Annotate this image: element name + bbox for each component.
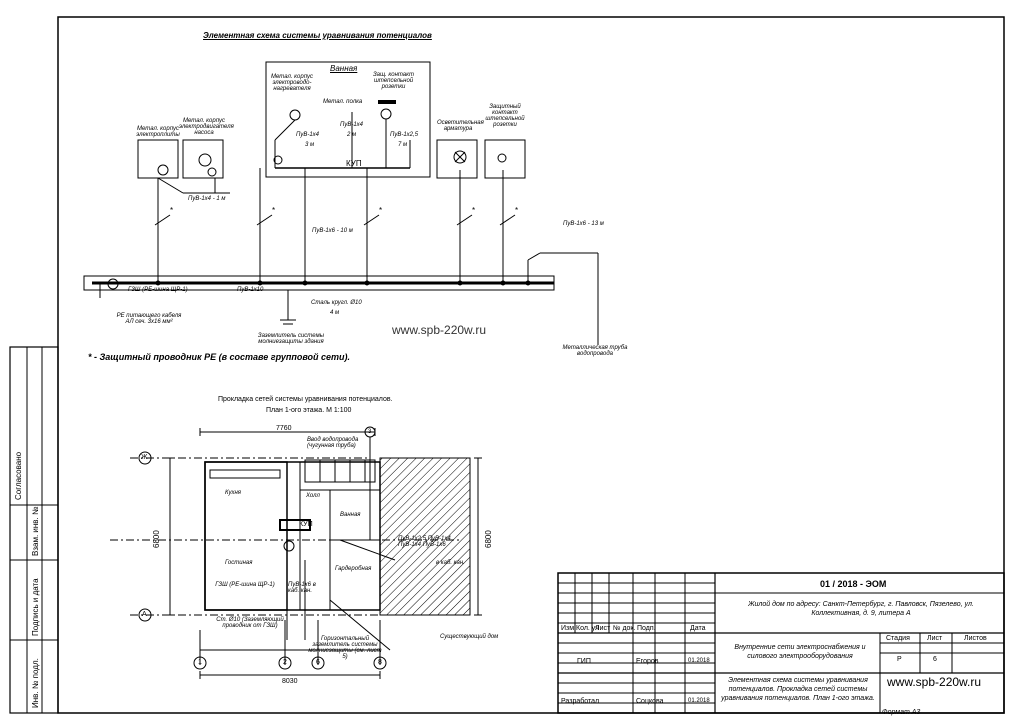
label-protective-contact: Защитный контакт штепсельной розетки <box>485 104 525 128</box>
axis-a: А <box>142 611 147 618</box>
length-7m: 7 м <box>398 142 408 148</box>
steel-rod: Сталь кругл. Ø10 <box>311 300 362 306</box>
plan-steel: Ст. Ø10 (Заземляющий проводник от ГЗШ) <box>216 617 284 629</box>
dim-top: 7760 <box>276 425 292 432</box>
dev-name: Соцкова <box>636 698 664 705</box>
label-pump: Метал. корпус электродвигателя насоса <box>179 118 234 136</box>
plan-wires-right2: в каб. кан. <box>436 560 465 566</box>
website: www.spb-220w.ru <box>887 675 982 689</box>
dev-label: Разработал <box>561 698 600 705</box>
axis-6: 6 <box>316 659 320 666</box>
scheme-title: Элементная схема системы уравнивания пот… <box>203 31 432 40</box>
axis-zh: Ж <box>141 454 148 461</box>
sheets-label: Листов <box>964 635 987 642</box>
star-3: * <box>379 206 383 215</box>
water-input: Ввод водопровода (чугунная труба) <box>307 437 359 449</box>
hdr-sign: Подп. <box>637 625 656 632</box>
star-4: * <box>472 206 476 215</box>
label-stove: Метал. корпус электроплиты <box>136 126 180 138</box>
room-bath: Ванная <box>340 512 361 518</box>
room-living: Гостиная <box>225 560 253 566</box>
gzsh-label: ГЗШ (РЕ-шина ЩР-1) <box>128 287 188 293</box>
gip-label: ГИП <box>577 658 591 665</box>
stamp-inv-zam: Взам. инв. № <box>31 506 40 556</box>
plan-gzsh: ГЗШ (РЕ-шина ЩР-1) <box>215 582 275 588</box>
wire-1x10: ПуВ-1х10 <box>237 287 264 293</box>
hdr-kol: Кол. уч <box>576 625 599 632</box>
drawing-name: Элементная схема системы уравнивания пот… <box>721 677 875 703</box>
label-lighting: Осветительная арматура <box>437 120 484 132</box>
kup-label: КУП <box>346 159 362 168</box>
stamp-agreed: Согласовано <box>14 451 23 500</box>
length-3m: 3 м <box>305 142 315 148</box>
label-socket: Защ. контакт штепсельной розетки <box>372 72 415 90</box>
label-shelf: Метал. полка <box>323 99 363 105</box>
pe-cable: РЕ питающего кабеля АЛ сеч. 3х16 мм² <box>116 313 182 325</box>
axis-1: 1 <box>198 659 202 666</box>
dev-date: 01.2018 <box>688 698 710 704</box>
wire-pub-1x4-b: ПуВ-1х4 <box>340 122 364 128</box>
room-kitchen: Кухня <box>225 490 241 496</box>
dim-left: 6800 <box>152 530 161 548</box>
axis-3: 3 <box>368 429 372 435</box>
plan-subtitle: План 1-ого этажа. М 1:100 <box>266 407 352 414</box>
stamp-inv-podl: Инв. № подл. <box>31 658 40 708</box>
plan-title: Прокладка сетей системы уравнивания поте… <box>218 396 393 403</box>
metal-pipe: Металлическая труба водопровода <box>562 345 628 357</box>
dim-right: 6800 <box>484 530 493 548</box>
plan-kup: КУП <box>299 521 313 528</box>
wire-13m: ПуВ-1х6 - 13 м <box>563 221 604 227</box>
axis-2: 2 <box>283 659 287 666</box>
stamp-sign-date: Подпись и дата <box>31 578 40 636</box>
room-wardrobe: Гардеробная <box>335 566 372 572</box>
hdr-izm: Изм. <box>561 625 576 632</box>
sheet-label: Лист <box>927 635 943 642</box>
length-4m: 4 м <box>330 310 340 316</box>
stage-value: Р <box>897 656 902 663</box>
plan-horizontal-ground: Горизонтальный заземлитель системы молни… <box>308 636 382 660</box>
plan-neighbor: Существующий дом <box>440 634 499 640</box>
doc-code: 01 / 2018 - ЭОМ <box>820 579 887 589</box>
wire-1m: ПуВ-1х4 - 1 м <box>188 196 226 202</box>
star-1: * <box>170 206 174 215</box>
dim-bottom: 8030 <box>282 678 298 685</box>
label-heater: Метал. корпус электроводо-нагревателя <box>271 74 313 92</box>
wire-10m: ПуВ-1х6 - 10 м <box>312 228 353 234</box>
length-2m: 2 м <box>347 132 357 138</box>
gip-name: Егоров <box>636 658 659 665</box>
project-name: Внутренние сети электроснабжения и силов… <box>734 644 866 661</box>
hdr-list: Лист <box>595 625 611 632</box>
sheet-value: 6 <box>933 656 937 663</box>
gip-date: 01.2018 <box>688 658 710 664</box>
wire-pub-1x4-a: ПуВ-1х4 <box>296 132 320 138</box>
watermark: www.spb-220w.ru <box>392 323 487 337</box>
object-address: Жилой дом по адресу: Санкт-Петербург, г.… <box>748 601 974 618</box>
hdr-doc: № док. <box>613 625 636 632</box>
room-hall: Холл <box>306 493 320 499</box>
star-5: * <box>515 206 519 215</box>
hdr-date: Дата <box>690 625 706 632</box>
grounding: Заземлитель системы молниезащиты здания <box>257 333 325 345</box>
bathroom-title: Ванная <box>330 64 358 73</box>
axis-8: 8 <box>378 659 382 666</box>
star-2: * <box>272 206 276 215</box>
plan-pub: ПуВ-1х6 в каб. кан. <box>288 582 316 594</box>
format: Формат А3 <box>882 709 921 716</box>
wire-pub-1x25: ПуВ-1х2,5 <box>390 132 419 138</box>
plan-wires-right: ПуВ-1х2,5 ПуВ-1х4 ПуВ-1х4 ПуВ-1х6 <box>398 536 451 548</box>
footnote: * - Защитный проводник РЕ (в составе гру… <box>88 352 351 362</box>
stage-label: Стадия <box>886 635 910 642</box>
